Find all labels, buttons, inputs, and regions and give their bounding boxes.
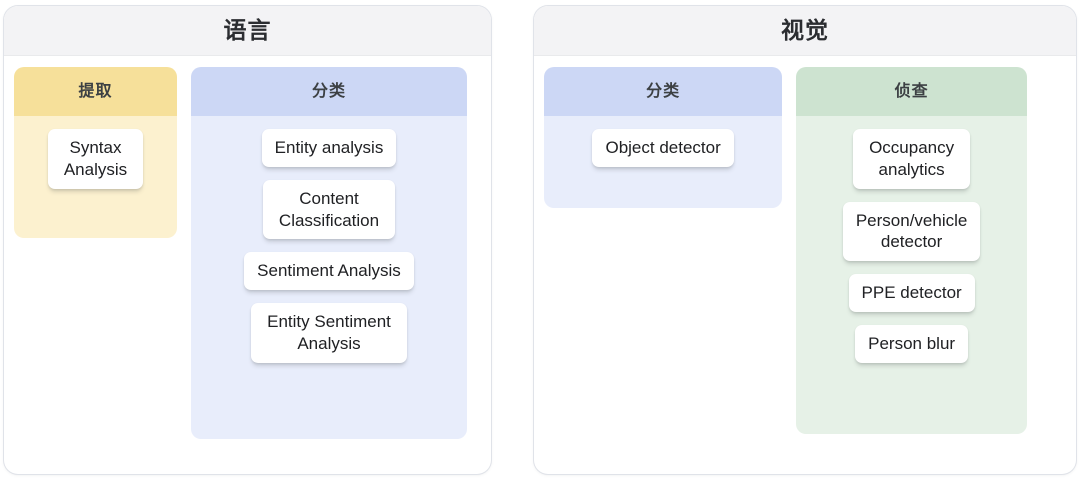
group-header-classification: 分类 [191, 67, 467, 116]
panel-header-vision: 视觉 [534, 6, 1076, 56]
group-title-vision-classification: 分类 [646, 82, 681, 100]
item-card[interactable]: Sentiment Analysis [244, 252, 414, 290]
group-header-extraction: 提取 [14, 67, 177, 116]
group-title-extraction: 提取 [78, 82, 113, 100]
item-card[interactable]: Object detector [592, 129, 734, 167]
panel-title-vision: 视觉 [781, 17, 830, 43]
panel-language: 语言 提取 Syntax Analysis 分类 Entity analysis [4, 6, 492, 474]
panel-vision: 视觉 分类 Object detector 侦查 Occupancy analy… [534, 6, 1076, 474]
group-detection: 侦查 Occupancy analytics Person/vehicle de… [796, 67, 1028, 434]
panel-body-language: 提取 Syntax Analysis 分类 Entity analysis Co… [4, 56, 491, 474]
item-card[interactable]: Content Classification [262, 179, 396, 240]
item-card[interactable]: PPE detector [848, 274, 975, 312]
panel-title-language: 语言 [223, 17, 272, 43]
group-classification: 分类 Entity analysis Content Classificatio… [191, 67, 467, 439]
group-body-vision-classification: Object detector [544, 116, 783, 208]
group-header-detection: 侦查 [796, 67, 1028, 116]
panel-header-language: 语言 [4, 6, 492, 56]
item-card[interactable]: Syntax Analysis [47, 129, 144, 189]
item-card[interactable]: Person/vehicle detector [842, 201, 981, 261]
group-body-classification: Entity analysis Content Classification S… [191, 116, 467, 439]
item-card[interactable]: Person blur [855, 324, 969, 363]
group-header-vision-classification: 分类 [544, 67, 783, 116]
group-extraction: 提取 Syntax Analysis [14, 67, 177, 238]
group-body-detection: Occupancy analytics Person/vehicle detec… [796, 116, 1028, 434]
item-card[interactable]: Entity analysis [261, 129, 397, 167]
item-card[interactable]: Occupancy analytics [853, 129, 971, 189]
group-vision-classification: 分类 Object detector [544, 67, 783, 208]
panel-body-vision: 分类 Object detector 侦查 Occupancy analytic… [534, 56, 1076, 474]
group-title-classification: 分类 [311, 82, 346, 100]
group-body-extraction: Syntax Analysis [14, 116, 177, 238]
group-title-detection: 侦查 [894, 82, 929, 100]
item-card[interactable]: Entity Sentiment Analysis [251, 303, 407, 363]
